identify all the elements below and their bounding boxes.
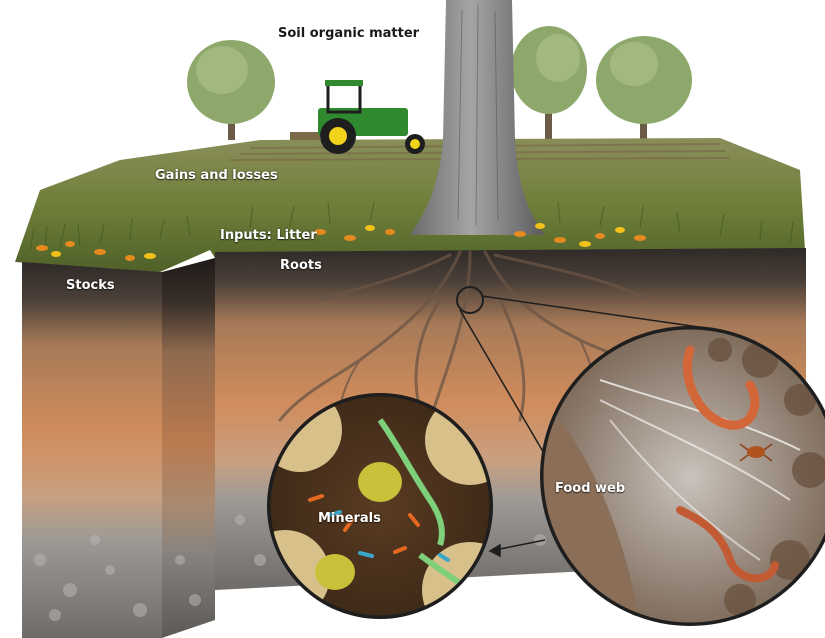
label-roots: Roots [280, 258, 322, 273]
label-food-web: Food web [555, 481, 625, 496]
soil-profile-step-side [162, 258, 215, 638]
soil-profile-left [22, 262, 162, 638]
label-gains-and-losses: Gains and losses [155, 168, 278, 183]
label-inputs-litter: Inputs: Litter [220, 228, 317, 243]
label-minerals: Minerals [318, 511, 381, 526]
label-stocks: Stocks [66, 278, 115, 293]
tree-icon [187, 40, 275, 140]
tree-icon [596, 36, 692, 140]
tree-icon [511, 26, 587, 140]
title-soil-organic-matter: Soil organic matter [278, 26, 419, 41]
